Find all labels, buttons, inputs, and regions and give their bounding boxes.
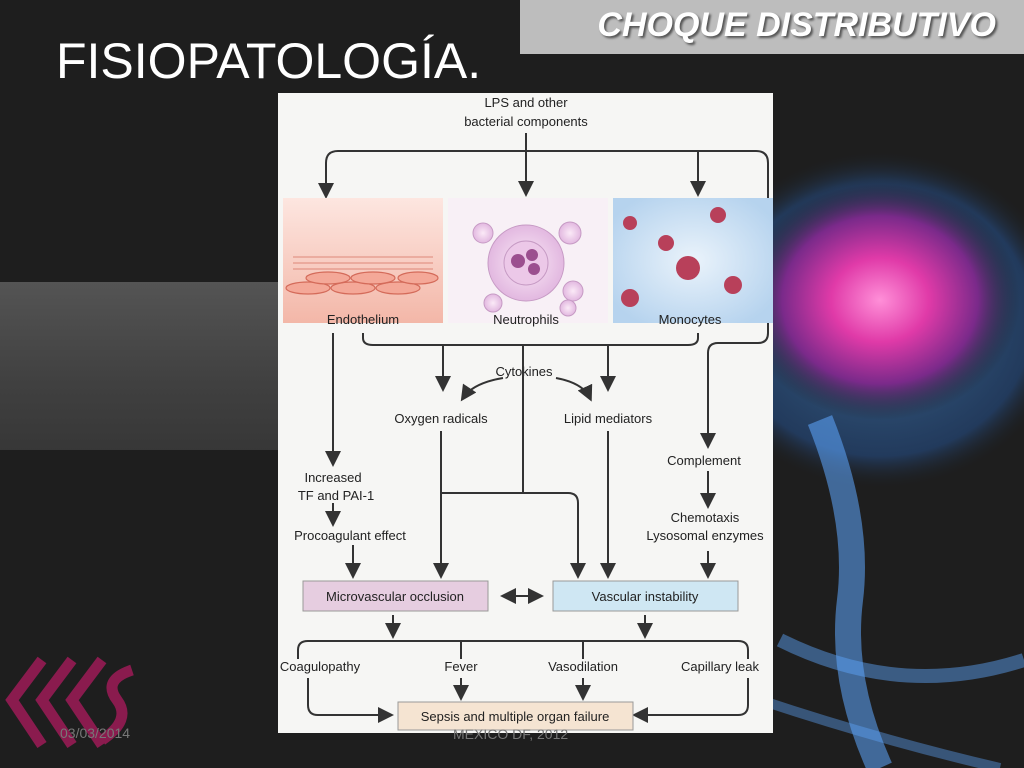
outcome-capillary-leak: Capillary leak [681,659,760,674]
source-label-line2: bacterial components [464,114,588,129]
oxygen-radicals-label: Oxygen radicals [394,411,488,426]
final-outcome-label: Sepsis and multiple organ failure [421,709,610,724]
pathophysiology-diagram: LPS and other bacterial components [280,95,773,731]
chemotaxis-label-line2: Lysosomal enzymes [646,528,764,543]
diagram-panel: LPS and other bacterial components [278,93,773,733]
monocytes-label: Monocytes [659,312,722,327]
vascular-instability-box: Vascular instability [552,580,739,612]
monocytes-image [613,198,773,323]
increased-label-line1: Increased [304,470,361,485]
topic-banner: CHOQUE DISTRIBUTIVO [520,0,1024,54]
cytokines-label: Cytokines [495,364,553,379]
bottom-branch-arrows [297,615,749,723]
outcome-coagulopathy: Coagulopathy [280,659,361,674]
endothelium-label: Endothelium [327,312,399,327]
complement-label: Complement [667,453,741,468]
source-label-line1: LPS and other [484,95,568,110]
increased-label-line2: TF and PAI-1 [298,488,374,503]
chemotaxis-label-line1: Chemotaxis [671,510,740,525]
endothelium-image [283,198,443,323]
topic-banner-text: CHOQUE DISTRIBUTIVO [597,6,996,44]
institution-logo [5,656,134,749]
neutrophils-label: Neutrophils [493,312,559,327]
outcome-fever: Fever [444,659,478,674]
outcome-vasodilation: Vasodilation [548,659,618,674]
microvascular-occlusion-box: Microvascular occlusion [302,580,489,612]
lipid-mediators-label: Lipid mediators [564,411,653,426]
final-outcome-box: Sepsis and multiple organ failure [397,701,634,731]
neutrophils-image [448,198,608,323]
slide-title: FISIOPATOLOGÍA. [56,33,482,89]
left-column-arrows [325,333,616,579]
footer-date: 03/03/2014 [60,725,131,741]
vascular-instability-label: Vascular instability [592,589,699,604]
procoagulant-label: Procoagulant effect [294,528,406,543]
microvascular-occlusion-label: Microvascular occlusion [326,589,464,604]
gray-band [0,282,282,450]
footer-place: MEXICO DF, 2012 [453,726,569,742]
